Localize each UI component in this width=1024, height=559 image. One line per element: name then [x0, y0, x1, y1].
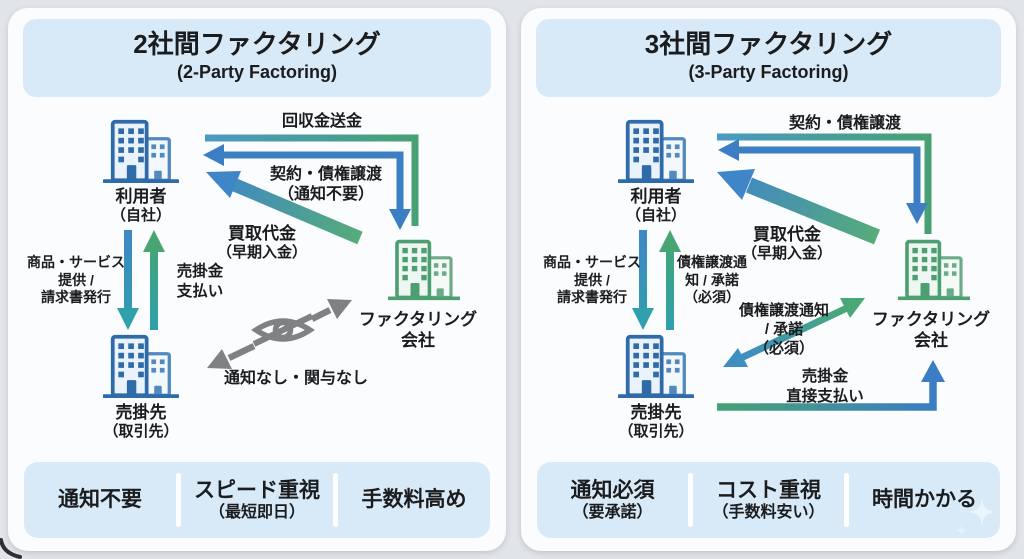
divider [333, 473, 338, 527]
arrow-contract [718, 139, 928, 224]
arrow-no-relation [207, 299, 352, 369]
label-goods: 商品・サービス 提供 / 請求書発行 [27, 254, 125, 306]
node-label-debtor: 売掛先 （取引先） [103, 403, 179, 441]
label-contract: 契約・債権譲渡 （通知不要） [269, 166, 383, 204]
node-label-factoring: ファクタリング 会社 [358, 310, 478, 351]
divider [176, 473, 181, 527]
label-no-notice: 通知なし・関与なし [223, 370, 369, 387]
page-title: 3社間ファクタリング [644, 29, 893, 59]
label-receivable-payment: 売掛金 支払い [176, 263, 224, 300]
panel-2party: 2社間ファクタリング (2-Party Factoring) [8, 8, 506, 551]
footer-cell-fee: 手数料高め [361, 488, 467, 512]
page-title: 2社間ファクタリング [133, 29, 381, 59]
building-icon-factoring [898, 238, 970, 301]
building-icon-user [103, 118, 179, 184]
building-icon-debtor [103, 333, 179, 399]
footer-cell-notice: 通知必須 （要承諾） [570, 478, 655, 521]
building-icon-debtor [618, 333, 694, 399]
label-purchase: 買取代金 （早期入金） [741, 225, 833, 263]
label-direct-payment: 売掛金 直接支払い [786, 368, 864, 405]
label-notice-vertical: 債権譲渡通 知 / 承諾 （必須） [677, 254, 747, 306]
footer-cell-time: 時間かかる [872, 488, 977, 512]
label-notice-diagonal: 債権譲渡通知 / 承諾 （必須） [738, 302, 830, 357]
building-icon-factoring [388, 238, 460, 301]
node-label-user: 利用者 （自社） [625, 187, 687, 225]
node-label-factoring: ファクタリング 会社 [871, 310, 991, 351]
footer-bar: 通知不要 スピード重視 （最短即日） 手数料高め [24, 462, 490, 538]
eye-off-icon [251, 313, 315, 347]
footer-cell-cost: コスト重視 （手数料安い） [712, 478, 825, 521]
label-purchase: 買取代金 （早期入金） [216, 224, 308, 262]
panel-header: 2社間ファクタリング (2-Party Factoring) [23, 19, 491, 97]
sparkle-icon [955, 524, 968, 537]
arrow-payment-up [143, 230, 165, 330]
label-goods: 商品・サービス 提供 / 請求書発行 [543, 254, 641, 306]
building-icon-user [618, 118, 694, 184]
divider [688, 473, 693, 527]
page-subtitle: (2-Party Factoring) [176, 61, 338, 82]
corner-swoosh [0, 538, 22, 559]
sparkle-icon [967, 497, 997, 527]
arrow-contract-green [717, 133, 932, 234]
panel-header: 3社間ファクタリング (3-Party Factoring) [536, 19, 1001, 97]
footer-cell-notice: 通知不要 [58, 488, 142, 512]
panel-3party: 3社間ファクタリング (3-Party Factoring) [521, 8, 1016, 551]
label-contract: 契約・債権譲渡 [788, 115, 902, 132]
divider [844, 473, 849, 527]
footer-bar: 通知必須 （要承諾） コスト重視 （手数料安い） 時間かかる [537, 462, 1000, 538]
label-collection: 回収金送金 [281, 113, 363, 130]
page-subtitle: (3-Party Factoring) [688, 61, 849, 82]
node-label-debtor: 売掛先 （取引先） [618, 403, 694, 441]
footer-cell-speed: スピード重視 （最短即日） [194, 478, 320, 521]
node-label-user: 利用者 （自社） [110, 187, 172, 225]
